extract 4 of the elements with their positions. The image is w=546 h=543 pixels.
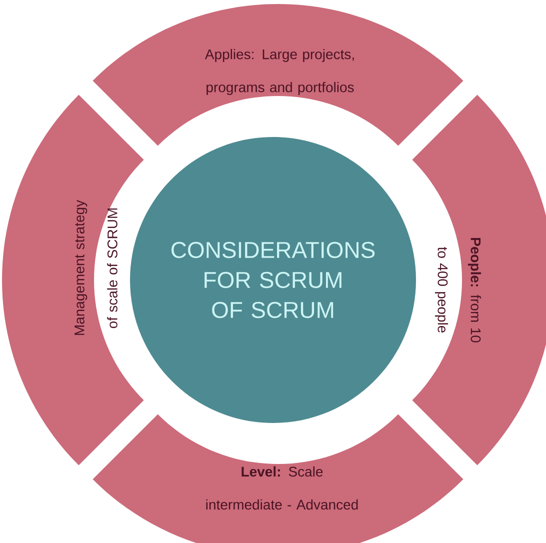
ring-segment: Applies: Large projects, programs and portfolios [92,4,464,146]
ring-segment: People: from 10 to 400 people [412,94,546,466]
ring-segment: Management strategy of scale of SCRUM [2,94,144,466]
ring-segment: Level: Scale intermediate - Advanced [92,414,464,543]
